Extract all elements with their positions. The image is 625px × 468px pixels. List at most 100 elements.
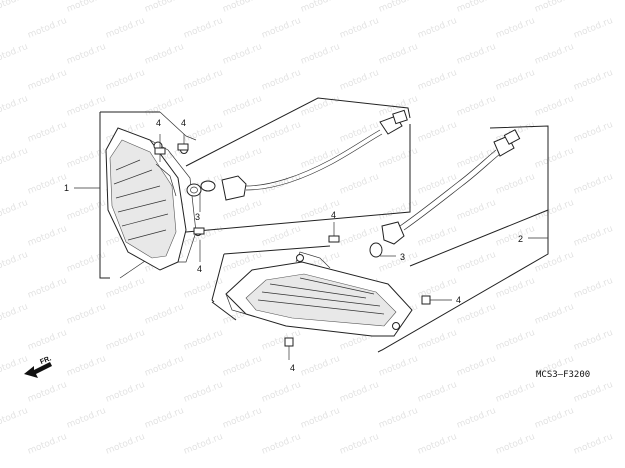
watermark-text: motod.ru — [260, 328, 302, 353]
watermark-text: motod.ru — [0, 94, 29, 119]
watermark-text: motod.ru — [494, 172, 536, 197]
watermark-text: motod.ru — [338, 380, 380, 405]
upper-guide-lines — [185, 97, 411, 233]
watermark-text: motod.ru — [104, 380, 146, 405]
watermark-text: motod.ru — [65, 42, 107, 67]
diagram-code: MCS3–F3200 — [536, 370, 590, 380]
watermark-text: motod.ru — [533, 0, 575, 15]
watermark-text: motod.ru — [143, 354, 185, 379]
watermark-text: motod.ru — [104, 276, 146, 301]
watermark-text: motod.ru — [533, 146, 575, 171]
watermark-text: motod.ru — [65, 94, 107, 119]
bulb-socket — [381, 221, 405, 245]
watermark-text: motod.ru — [221, 406, 263, 431]
watermark-text: motod.ru — [572, 16, 614, 41]
watermark-text: motod.ru — [143, 94, 185, 119]
watermark-text: motod.ru — [377, 198, 419, 223]
upper-wiring-harness — [200, 109, 408, 201]
watermark-text: motod.ru — [299, 146, 341, 171]
watermark-text: motod.ru — [260, 432, 302, 457]
watermark-text: motod.ru — [416, 16, 458, 41]
watermark-text: motod.ru — [221, 42, 263, 67]
watermark-text: motod.ru — [0, 0, 29, 15]
watermark-text: motod.ru — [416, 380, 458, 405]
watermark-text: motod.ru — [0, 42, 29, 67]
watermark-text: motod.ru — [338, 68, 380, 93]
watermark-text: motod.ru — [143, 302, 185, 327]
watermark-text: motod.ru — [455, 0, 497, 15]
watermark-text: motod.ru — [26, 224, 68, 249]
watermark-text: motod.ru — [65, 406, 107, 431]
watermark-text: motod.ru — [377, 354, 419, 379]
screw — [392, 322, 400, 330]
watermark-text: motod.ru — [416, 432, 458, 457]
watermark-text: motod.ru — [572, 120, 614, 145]
watermark-text: motod.ru — [299, 42, 341, 67]
watermark-text: motod.ru — [572, 432, 614, 457]
watermark-text: motod.ru — [260, 224, 302, 249]
watermark-text: motod.ru — [26, 380, 68, 405]
watermark-text: motod.ru — [65, 0, 107, 15]
watermark-text: motod.ru — [533, 406, 575, 431]
watermark-text: motod.ru — [299, 0, 341, 15]
front-direction-label: FR. — [39, 355, 52, 366]
watermark-text: motod.ru — [377, 250, 419, 275]
bulb — [200, 180, 216, 192]
watermark-text: motod.ru — [572, 172, 614, 197]
watermark-text: motod.ru — [494, 328, 536, 353]
leader-lines — [74, 187, 548, 257]
watermark-text: motod.ru — [494, 16, 536, 41]
watermark-text: motod.ru — [572, 276, 614, 301]
bulb-socket — [221, 175, 247, 201]
connector-plug — [503, 129, 521, 145]
watermark-text: motod.ru — [572, 328, 614, 353]
watermark-text: motod.ru — [182, 68, 224, 93]
watermark-text: motod.ru — [338, 432, 380, 457]
watermark-text: motod.ru — [182, 432, 224, 457]
watermark-text: motod.ru — [104, 68, 146, 93]
screw-4f — [284, 337, 294, 360]
watermark-text: motod.ru — [182, 120, 224, 145]
watermark-text: motod.ru — [221, 146, 263, 171]
front-direction-indicator: FR. — [24, 355, 52, 378]
watermark-text: motod.ru — [494, 276, 536, 301]
watermark-text: motod.ru — [182, 380, 224, 405]
callout-4-d: 4 — [331, 210, 336, 220]
upper-lamp-lens — [109, 139, 177, 259]
watermark-text: motod.ru — [533, 302, 575, 327]
watermark-text: motod.ru — [533, 250, 575, 275]
watermark-text: motod.ru — [338, 16, 380, 41]
watermark-text: motod.ru — [416, 120, 458, 145]
watermark-text: motod.ru — [0, 250, 29, 275]
watermark-text: motod.ru — [65, 302, 107, 327]
watermark-text: motod.ru — [0, 406, 29, 431]
callout-1: 1 — [64, 183, 69, 193]
callout-3-upper: 3 — [195, 212, 200, 222]
watermark-text: motod.ru — [143, 0, 185, 15]
watermark-text: motod.ru — [65, 198, 107, 223]
watermark-text: motod.ru — [455, 406, 497, 431]
watermark-text: motod.ru — [26, 172, 68, 197]
callout-4-f: 4 — [290, 363, 295, 373]
watermark-text: motod.ru — [182, 276, 224, 301]
screw-4e — [421, 295, 452, 305]
watermark-text: motod.ru — [26, 16, 68, 41]
watermark-text: motod.ru — [533, 42, 575, 67]
watermark-text: motod.ru — [182, 328, 224, 353]
watermark-text: motod.ru — [26, 328, 68, 353]
watermark-text: motod.ru — [0, 354, 29, 379]
watermark-text: motod.ru — [221, 198, 263, 223]
watermark-text: motod.ru — [455, 354, 497, 379]
watermark-text: motod.ru — [377, 42, 419, 67]
watermark-text: motod.ru — [299, 406, 341, 431]
watermark-text: motod.ru — [143, 42, 185, 67]
watermark-text: motod.ru — [494, 380, 536, 405]
watermark-text: motod.ru — [65, 354, 107, 379]
callout-4-e: 4 — [456, 295, 461, 305]
callout-3-lower: 3 — [400, 252, 405, 262]
watermark-text: motod.ru — [104, 328, 146, 353]
watermark-text: motod.ru — [572, 68, 614, 93]
watermark-text: motod.ru — [221, 0, 263, 15]
